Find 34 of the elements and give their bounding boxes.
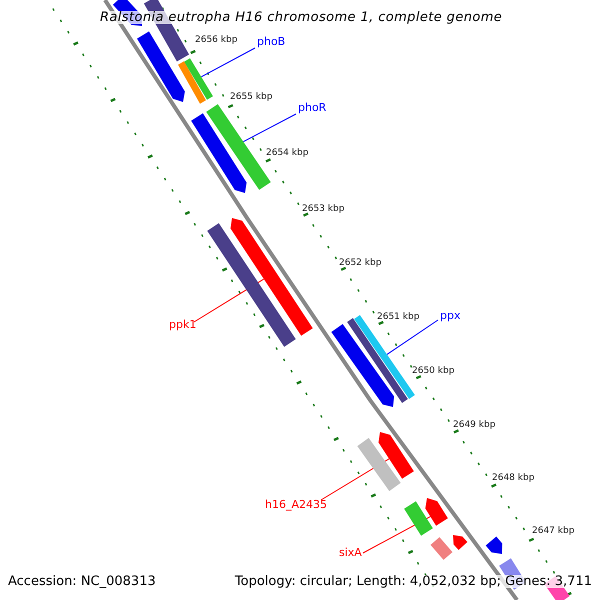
gene-bar bbox=[378, 432, 414, 479]
gene-label: ppx bbox=[440, 310, 460, 321]
scale-label: 2654 kbp bbox=[266, 149, 308, 158]
gene-label: ppk1 bbox=[169, 319, 196, 330]
gene-bar bbox=[357, 438, 401, 492]
gene-bar bbox=[137, 31, 185, 102]
title: Ralstonia eutropha H16 chromosome 1, complete genome bbox=[100, 11, 502, 24]
gene-bar bbox=[425, 498, 448, 526]
scale-label: 2648 kbp bbox=[492, 474, 534, 483]
gene-bar bbox=[191, 113, 247, 193]
scale-label: 2655 kbp bbox=[230, 93, 272, 102]
gene-label: phoB bbox=[257, 36, 286, 47]
scale-label: 2651 kbp bbox=[377, 313, 420, 322]
leader-line bbox=[242, 114, 296, 142]
scale-label: 2656 kbp bbox=[195, 36, 238, 45]
footer-text: Topology: circular; Length: 4,052,032 bp; Genes: 3,711 bbox=[234, 575, 592, 588]
gene-bar bbox=[486, 536, 502, 554]
gene-label: sixA bbox=[339, 547, 362, 558]
gene-bar bbox=[178, 61, 206, 104]
gene-label: h16_A2435 bbox=[265, 499, 327, 510]
scale-label: 2653 kbp bbox=[302, 205, 344, 214]
gene-bar bbox=[207, 223, 296, 347]
gene-bar bbox=[230, 218, 313, 336]
scale-label: 2647 kbp bbox=[532, 527, 574, 536]
scale-label: 2650 kbp bbox=[412, 367, 454, 376]
gene-bar bbox=[430, 537, 452, 560]
gene-bar bbox=[404, 501, 433, 536]
scale-label: 2652 kbp bbox=[339, 259, 382, 268]
gene-label: phoR bbox=[298, 102, 326, 113]
gene-bar bbox=[331, 324, 394, 407]
leader-line bbox=[386, 320, 438, 355]
leader-line bbox=[200, 48, 256, 78]
scale-label: 2649 kbp bbox=[453, 421, 496, 430]
footer-text: Accession: NC_008313 bbox=[8, 575, 156, 588]
